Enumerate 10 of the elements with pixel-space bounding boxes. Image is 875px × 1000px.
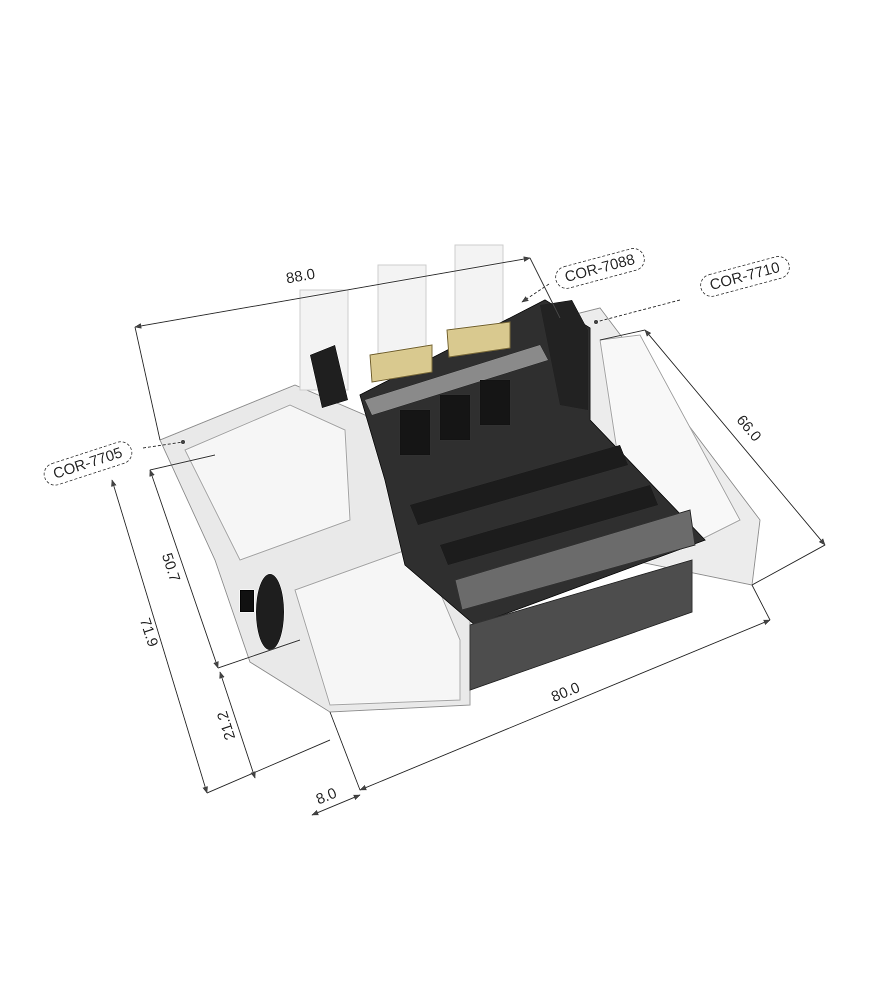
- dimension-label: 80.0: [548, 680, 582, 704]
- dimension-label: 50.7: [158, 550, 182, 584]
- leader-line: [521, 284, 550, 302]
- leader-line: [142, 440, 185, 448]
- dimension-label: 71.9: [136, 616, 160, 648]
- dimension-label: 88.0: [284, 266, 316, 286]
- dimension-label: 21.2: [214, 708, 238, 742]
- leader-line: [594, 300, 680, 324]
- dimension-label: 8.0: [313, 785, 338, 807]
- dimension-label: 66.0: [732, 412, 764, 444]
